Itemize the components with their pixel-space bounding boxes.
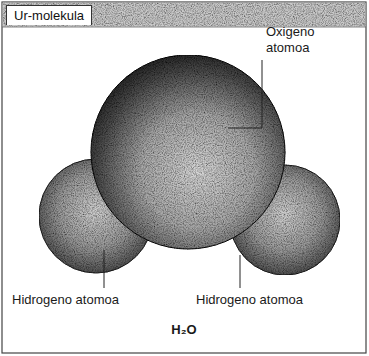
leader-line [228,60,262,128]
diagram-title: Ur-molekula [6,5,92,25]
oxygen-atom [91,55,285,249]
formula-label: H₂O [154,322,214,338]
part-label: Hidrogeno atomoa [12,292,162,308]
header-band [3,3,366,27]
frame [2,2,366,353]
leader-line [240,255,241,288]
part-label: Oxigeno atomoa [266,24,346,56]
leader-line [104,250,105,288]
part-label: Hidrogeno atomoa [196,292,346,308]
